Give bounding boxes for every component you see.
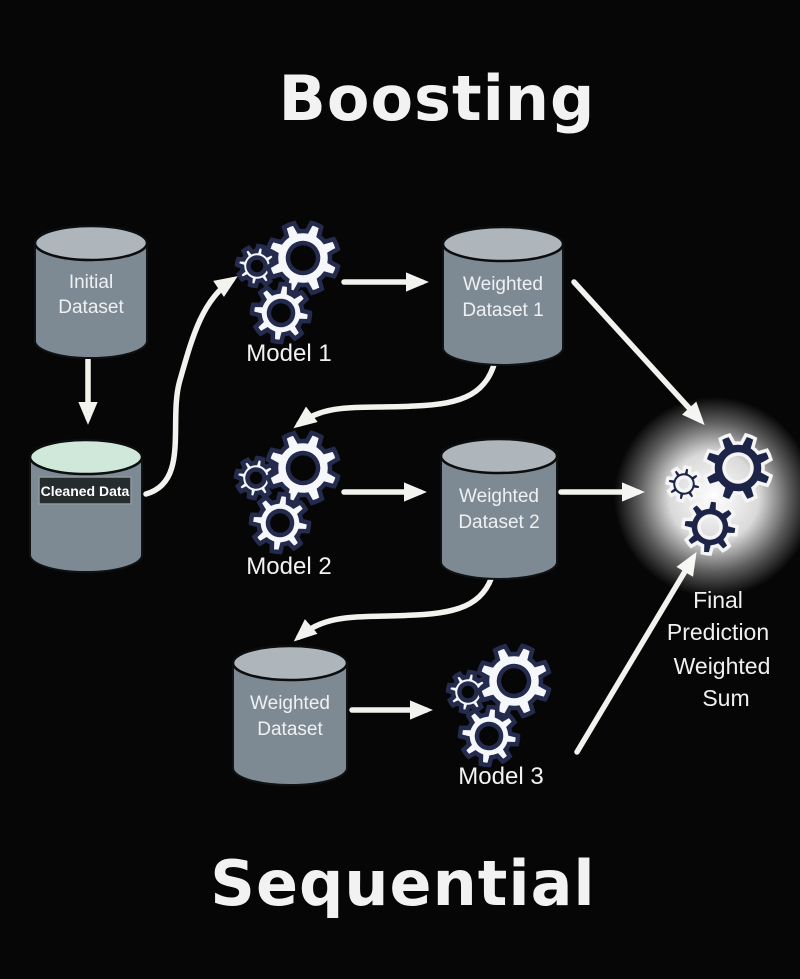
model-1-label: Model 1 [246,340,331,367]
cylinder-top [231,644,349,682]
model-3-label: Model 3 [458,763,543,790]
weighted-dataset-3-label-line1: Weighted [250,693,330,714]
final-label-line4: Sum [702,685,749,711]
initial-dataset-cylinder: Initial Dataset [33,224,149,359]
arrow-wd1-to-model2 [293,349,500,429]
gear-medium [457,704,521,768]
gear-small [234,243,280,289]
weighted-dataset-2-cylinder: Weighted Dataset 2 [439,437,559,580]
gear-large [265,430,341,506]
final-prediction-gears-icon [614,397,800,597]
cleaned-data-label: Cleaned Data [41,483,130,499]
final-label-line2: Prediction [667,619,769,645]
weighted-dataset-2-label-line2: Dataset 2 [458,512,539,533]
gear-medium [681,498,739,556]
arrow-wd2-to-wd3 [293,562,498,642]
footer-title: Sequential [210,847,595,920]
arrows [78,272,705,755]
weighted-dataset-3-cylinder: Weighted Dataset [231,644,349,786]
cleaned-data-box [38,476,132,505]
cylinder-top [28,438,144,476]
gear-medium [249,281,313,345]
cylinder-body [442,243,564,366]
cylinder-top [33,224,149,262]
page-title: Boosting [279,62,596,135]
weighted-dataset-3-label-line2: Dataset [257,719,323,740]
arrow-wd1-to-final [571,279,705,426]
model-1-gears-icon [234,220,341,345]
weighted-dataset-1-label-line2: Dataset 1 [462,300,543,321]
final-prediction-label: Final Prediction Weighted Sum [667,587,771,711]
cylinder-body [440,455,558,580]
weighted-dataset-1-label-line1: Weighted [463,274,543,295]
gear-small [665,465,703,503]
cylinder-body [232,662,348,786]
model-3-gears-icon [445,643,552,768]
arrow-model3-to-final [574,552,697,755]
gear-medium [248,491,312,555]
initial-dataset-label-line2: Dataset [58,297,124,318]
weighted-dataset-2-label-line1: Weighted [459,486,539,507]
cylinder-top [441,225,565,263]
final-label-line1: Final [693,587,743,613]
gear-large [265,220,341,296]
arrow-cleaned-to-model1 [143,276,238,497]
model-2-gears-icon [233,430,341,555]
gear-large [702,432,774,504]
initial-dataset-label-line1: Initial [69,272,113,293]
cleaned-data-cylinder: Cleaned Data [28,438,144,573]
model-2-label: Model 2 [246,553,331,580]
cylinder-top [439,437,559,475]
gear-large [476,643,552,719]
cylinder-body [34,242,148,359]
final-label-line3: Weighted [674,653,771,679]
weighted-dataset-1-cylinder: Weighted Dataset 1 [441,225,565,366]
